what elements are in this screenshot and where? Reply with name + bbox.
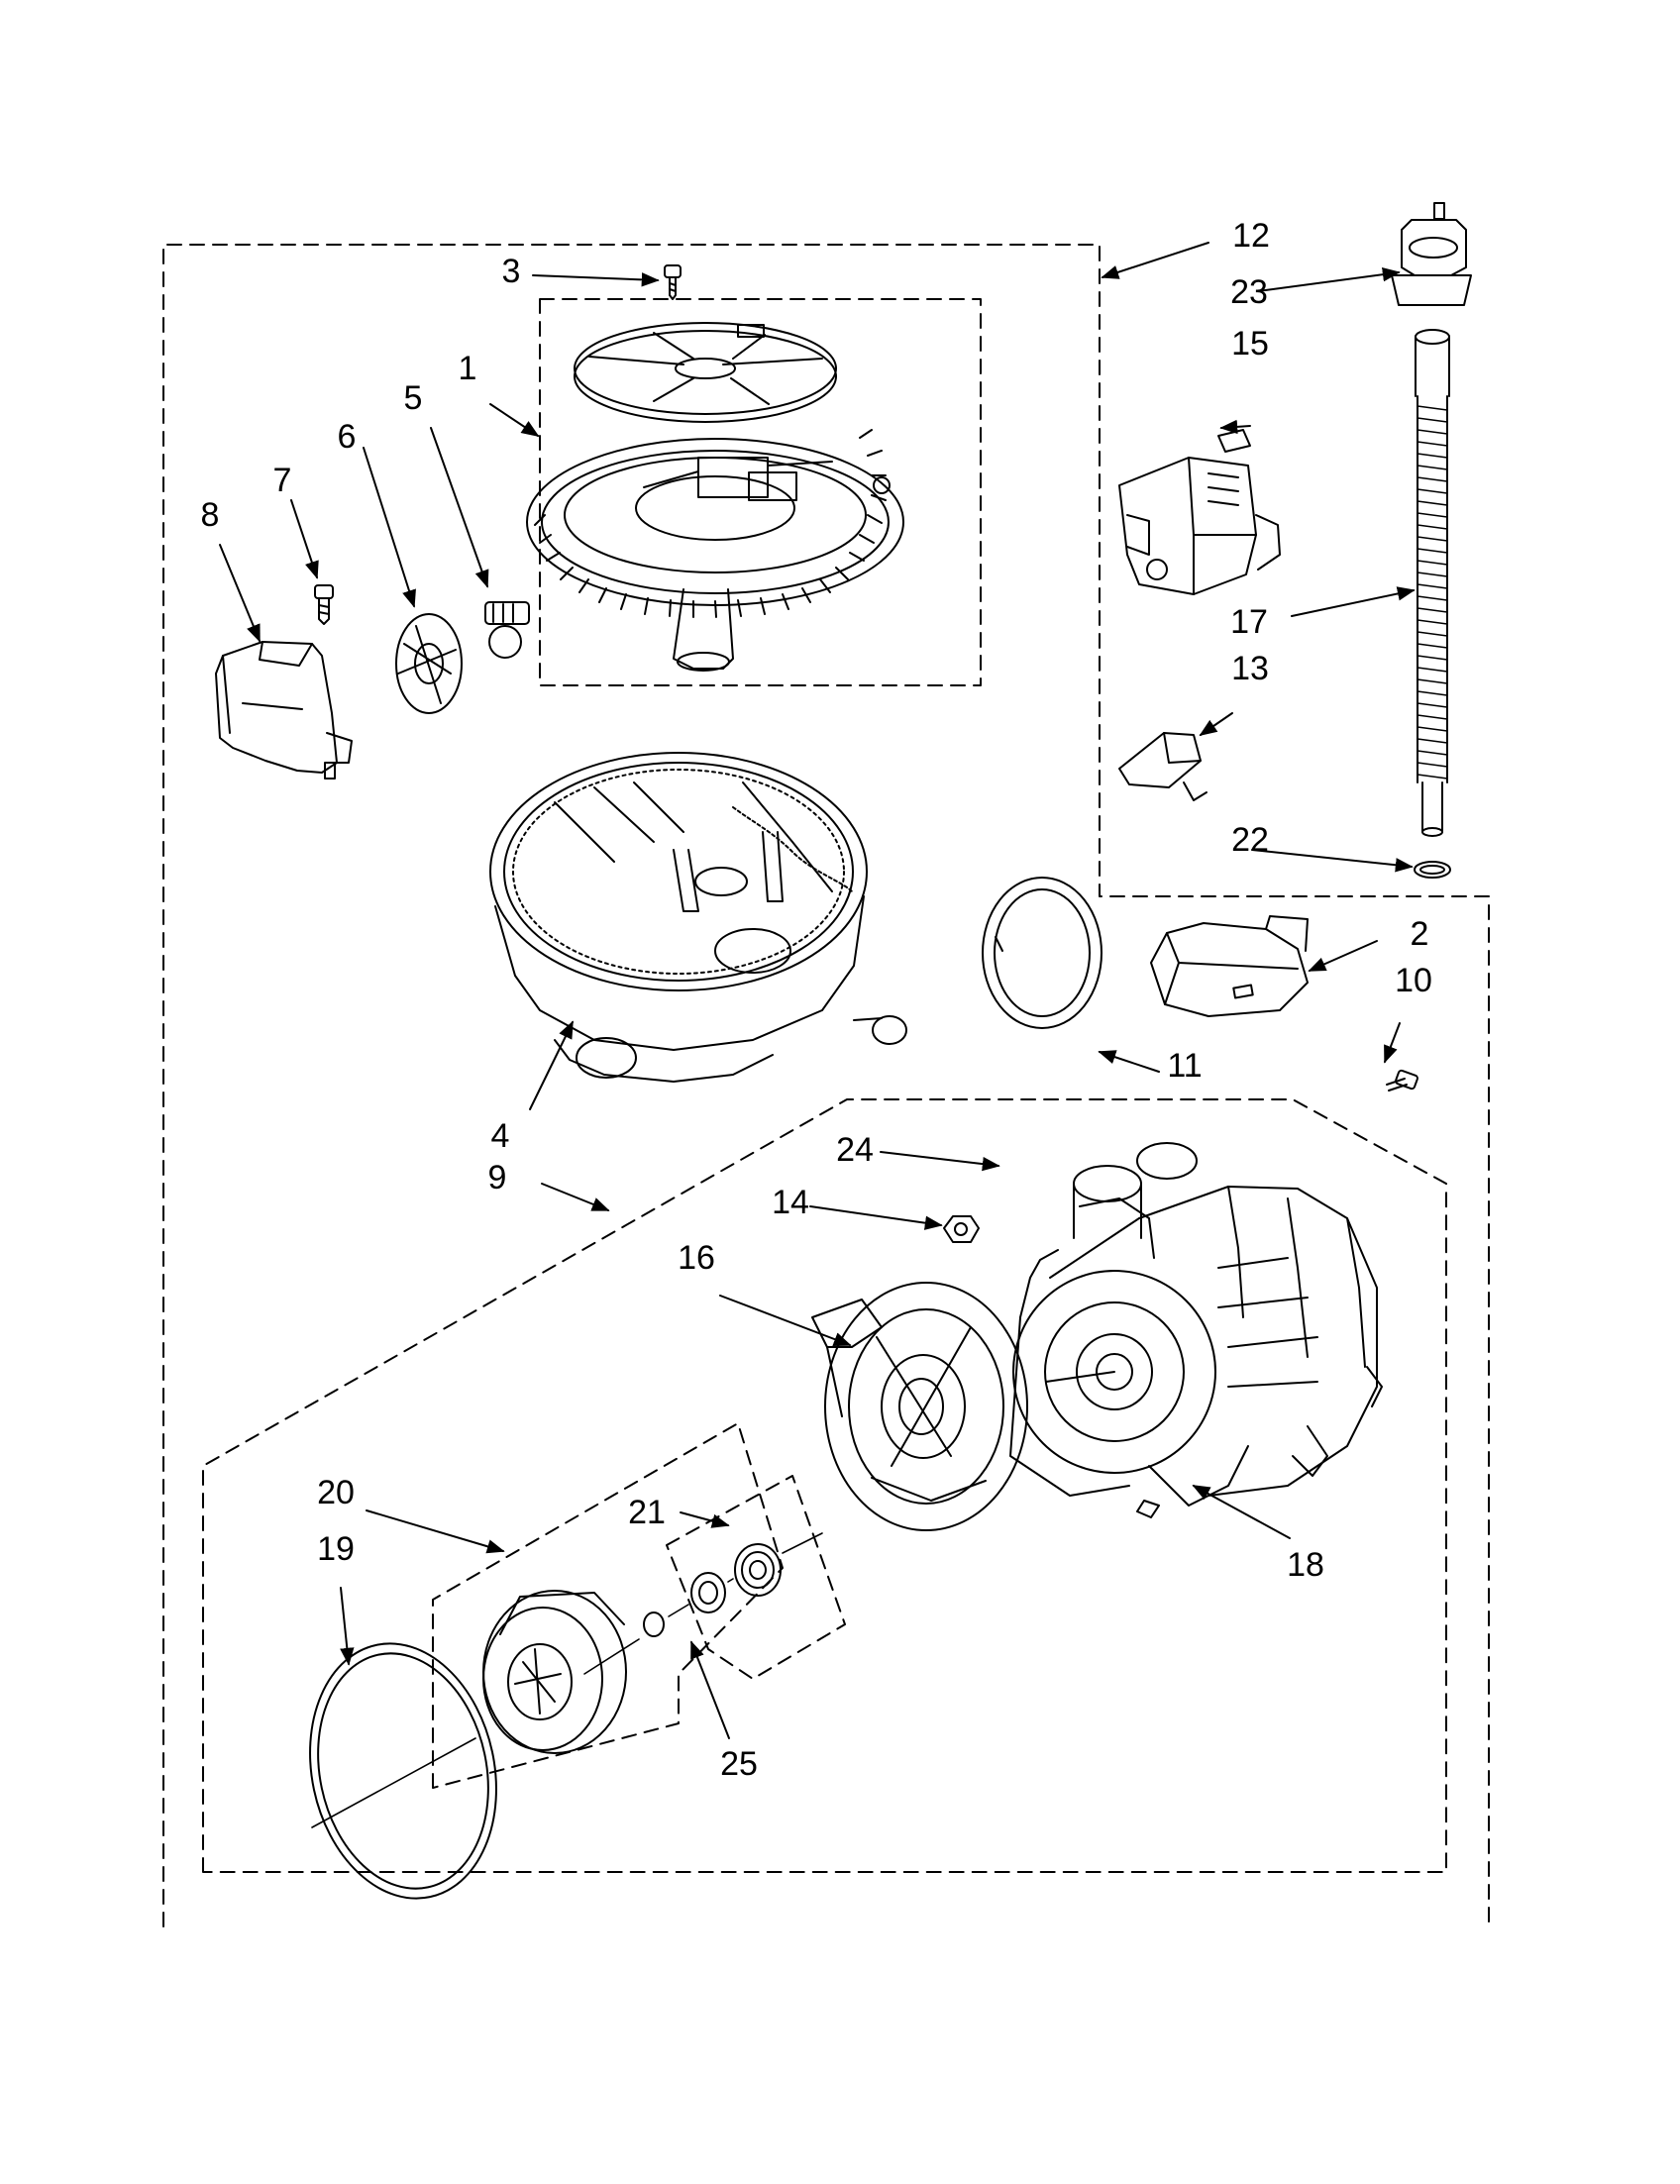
cover-part-8	[215, 641, 353, 780]
callout-25: 25	[720, 1745, 758, 1783]
leader-arrows	[219, 242, 1416, 1739]
rotor-part-6	[395, 613, 463, 714]
callout-6: 6	[337, 418, 357, 456]
callout-19: 19	[317, 1530, 355, 1568]
washer-part-25	[643, 1612, 665, 1637]
callout-14: 14	[772, 1184, 809, 1221]
clip-part-13	[1118, 732, 1208, 801]
callout-2: 2	[1410, 915, 1429, 953]
callout-16: 16	[678, 1239, 715, 1277]
clamp-part-22	[1414, 861, 1451, 879]
callout-13: 13	[1231, 650, 1269, 687]
sump-housing-part-4	[489, 752, 907, 1083]
callout-10: 10	[1395, 962, 1432, 999]
axis-lines	[311, 1532, 823, 1828]
callout-1: 1	[458, 350, 477, 387]
callout-11: 11	[1167, 1047, 1203, 1085]
callout-4: 4	[490, 1117, 510, 1155]
callout-5: 5	[403, 379, 423, 417]
clip-part-5	[484, 601, 530, 659]
assembly-boundaries	[162, 244, 1490, 1927]
impeller-seal-boundary	[432, 1422, 784, 1789]
screw-part-7	[314, 584, 334, 625]
pump-motor-part-18	[1009, 1186, 1383, 1518]
callout-7: 7	[272, 462, 292, 499]
cover-part-2	[1150, 915, 1309, 1017]
hose-part-17	[1415, 329, 1450, 837]
seal-subassembly-boundary	[666, 1475, 846, 1680]
filter-plate-assembly	[526, 322, 904, 672]
callout-22: 22	[1231, 821, 1269, 859]
callout-21: 21	[628, 1494, 666, 1531]
pump-housing-part-16	[811, 1282, 1028, 1531]
impeller-part-20	[482, 1590, 627, 1754]
oring-part-19	[309, 1642, 497, 1900]
callout-18: 18	[1287, 1546, 1324, 1584]
screw-part-10	[1386, 1069, 1418, 1092]
callout-17: 17	[1230, 603, 1268, 641]
callout-12: 12	[1232, 217, 1270, 255]
callout-9: 9	[487, 1159, 507, 1196]
callout-20: 20	[317, 1474, 355, 1511]
callout-24: 24	[836, 1131, 874, 1169]
callout-8: 8	[200, 496, 220, 534]
nut-part-14	[943, 1215, 980, 1243]
callout-3: 3	[501, 253, 521, 290]
washer-part-21b	[690, 1572, 726, 1613]
gasket-part-11	[982, 877, 1102, 1029]
diverter-motor-part-15	[1118, 429, 1281, 595]
seal-part-21	[734, 1543, 782, 1597]
fitting-part-23	[1391, 202, 1472, 306]
pump-motor-assembly-boundary	[202, 1098, 1447, 1873]
callout-23: 23	[1230, 273, 1268, 311]
callout-15: 15	[1231, 325, 1269, 363]
capacitor-part-24	[1073, 1142, 1198, 1239]
screw-part-3	[664, 264, 682, 300]
sump-assembly-boundary	[162, 244, 1490, 1927]
